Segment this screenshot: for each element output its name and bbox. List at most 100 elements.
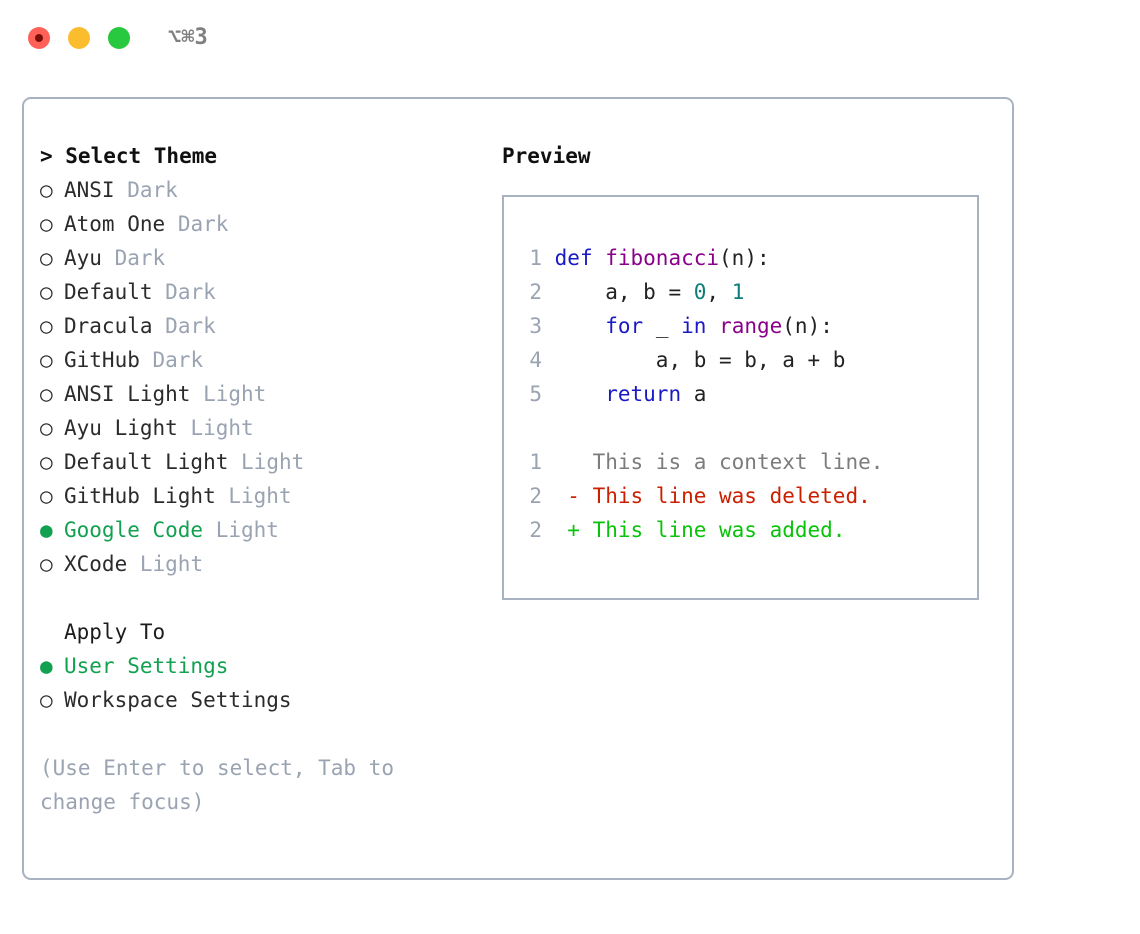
code-line: 1 def fibonacci(n):	[518, 241, 971, 275]
radio-unselected-icon[interactable]: ○	[40, 382, 53, 406]
theme-name: GitHub	[64, 348, 140, 372]
gutter-gap	[542, 246, 555, 270]
close-window-button[interactable]	[28, 27, 50, 49]
radio-unselected-icon[interactable]: ○	[40, 450, 53, 474]
diff-line-del: 2 - This line was deleted.	[518, 479, 971, 513]
maximize-window-button[interactable]	[108, 27, 130, 49]
theme-list-item[interactable]: ○Default Dark	[40, 275, 480, 309]
title-bar: ⌥⌘3	[0, 0, 1140, 78]
radio-unselected-icon[interactable]: ○	[40, 348, 53, 372]
theme-name: Ayu	[64, 246, 102, 270]
diff-text: This is a context line.	[567, 450, 884, 474]
theme-list-item[interactable]: ○XCode Light	[40, 547, 480, 581]
spacer	[127, 552, 140, 576]
radio-unselected-icon[interactable]: ○	[40, 314, 53, 338]
radio-unselected-icon[interactable]: ○	[40, 484, 53, 508]
theme-picker-column: > Select Theme ○ANSI Dark○Atom One Dark○…	[40, 139, 480, 819]
theme-list-item[interactable]: ○ GitHub Dark	[40, 343, 480, 377]
code-token: a	[681, 382, 707, 406]
diff-text: + This line was added.	[567, 518, 846, 542]
line-number: 2	[529, 518, 542, 542]
diff-line-ctx: 1 This is a context line.	[518, 445, 971, 479]
code-token: a, b = b, a + b	[554, 348, 846, 372]
code-token: ,	[706, 280, 732, 304]
code-token: (n):	[719, 246, 770, 270]
theme-name: Atom One	[64, 212, 166, 236]
theme-name: Ayu Light	[64, 416, 178, 440]
theme-name: GitHub Light	[64, 484, 216, 508]
theme-variant-tag: Light	[215, 518, 279, 542]
theme-list[interactable]: ○ ANSI Dark ○ Atom One Dark ○ Ayu Dark ○Defaul…	[40, 173, 480, 581]
line-number: 5	[529, 382, 542, 406]
code-token: fibonacci	[605, 246, 720, 270]
theme-variant-tag: Dark	[127, 178, 178, 202]
diff-line-add: 2 + This line was added.	[518, 513, 971, 547]
theme-list-item[interactable]: ●Google Code Light	[40, 513, 480, 547]
gutter-gap	[542, 280, 555, 304]
apply-to-heading-label: Apply To	[64, 620, 166, 644]
theme-list-item[interactable]: ○ Ayu Dark	[40, 241, 480, 275]
apply-to-label: Workspace Settings	[64, 688, 292, 712]
theme-list-item[interactable]: ○ ANSI Dark	[40, 173, 480, 207]
preview-column: Preview 1 def fibonacci(n):2 a, b = 0, 1…	[502, 139, 1002, 600]
radio-unselected-icon[interactable]: ○	[40, 552, 53, 576]
spacer	[102, 246, 115, 270]
theme-variant-tag: Light	[203, 382, 267, 406]
diff-text: - This line was deleted.	[567, 484, 871, 508]
theme-list-item[interactable]: ○ Ayu Light Light	[40, 411, 480, 445]
line-number: 1	[529, 450, 542, 474]
code-token: _	[643, 314, 682, 338]
theme-list-item[interactable]: ○ ANSI Light Light	[40, 377, 480, 411]
spacer	[203, 518, 216, 542]
radio-unselected-icon[interactable]: ○	[40, 178, 53, 202]
spacer	[165, 212, 178, 236]
radio-selected-icon[interactable]: ●	[40, 654, 53, 678]
theme-name: ANSI Light	[64, 382, 191, 406]
theme-variant-tag: Dark	[177, 212, 229, 236]
theme-variant-tag: Dark	[165, 314, 216, 338]
theme-list-item[interactable]: ○ Dracula Dark	[40, 309, 480, 343]
theme-variant-tag: Dark	[114, 246, 166, 270]
apply-to-item[interactable]: ●User Settings	[40, 649, 480, 683]
apply-to-list[interactable]: ●User Settings ○ Workspace Settings	[40, 649, 480, 717]
theme-variant-tag: Light	[190, 416, 254, 440]
theme-name: XCode	[64, 552, 128, 576]
page-title: > Select Theme	[40, 144, 218, 168]
theme-list-item[interactable]: ○ Atom One Dark	[40, 207, 480, 241]
theme-list-item[interactable]: ○ GitHub Light Light	[40, 479, 480, 513]
code-token: def	[554, 246, 606, 270]
theme-variant-tag: Dark	[152, 348, 204, 372]
radio-unselected-icon[interactable]: ○	[40, 416, 53, 440]
theme-variant-tag: Light	[241, 450, 305, 474]
theme-list-item[interactable]: ○Default Light Light	[40, 445, 480, 479]
code-token: a, b =	[554, 280, 694, 304]
radio-unselected-icon[interactable]: ○	[40, 246, 53, 270]
theme-name: ANSI	[64, 178, 115, 202]
code-token: 1	[731, 280, 745, 304]
list-spacer	[40, 581, 480, 615]
theme-variant-tag: Light	[228, 484, 292, 508]
code-token: return	[605, 382, 682, 406]
spacer	[190, 382, 203, 406]
apply-to-item[interactable]: ○ Workspace Settings	[40, 683, 480, 717]
radio-unselected-icon[interactable]: ○	[40, 212, 53, 236]
code-token: range	[719, 314, 783, 338]
radio-unselected-icon[interactable]: ○	[40, 688, 53, 712]
radio-selected-icon[interactable]: ●	[40, 518, 53, 542]
spacer	[216, 484, 229, 508]
apply-to-heading: ○Apply To	[40, 615, 480, 649]
main-panel: > Select Theme ○ANSI Dark○Atom One Dark○…	[22, 97, 1014, 880]
theme-name: Dracula	[64, 314, 153, 338]
code-token	[555, 382, 606, 406]
code-line: 3 for _ in range(n):	[518, 309, 971, 343]
code-token: for	[605, 314, 644, 338]
keyboard-shortcut-label: ⌥⌘3	[168, 25, 208, 50]
radio-unselected-icon[interactable]: ○	[40, 280, 53, 304]
minimize-window-button[interactable]	[68, 27, 90, 49]
spacer	[115, 178, 128, 202]
spacer	[228, 450, 241, 474]
gutter-gap	[542, 382, 555, 406]
